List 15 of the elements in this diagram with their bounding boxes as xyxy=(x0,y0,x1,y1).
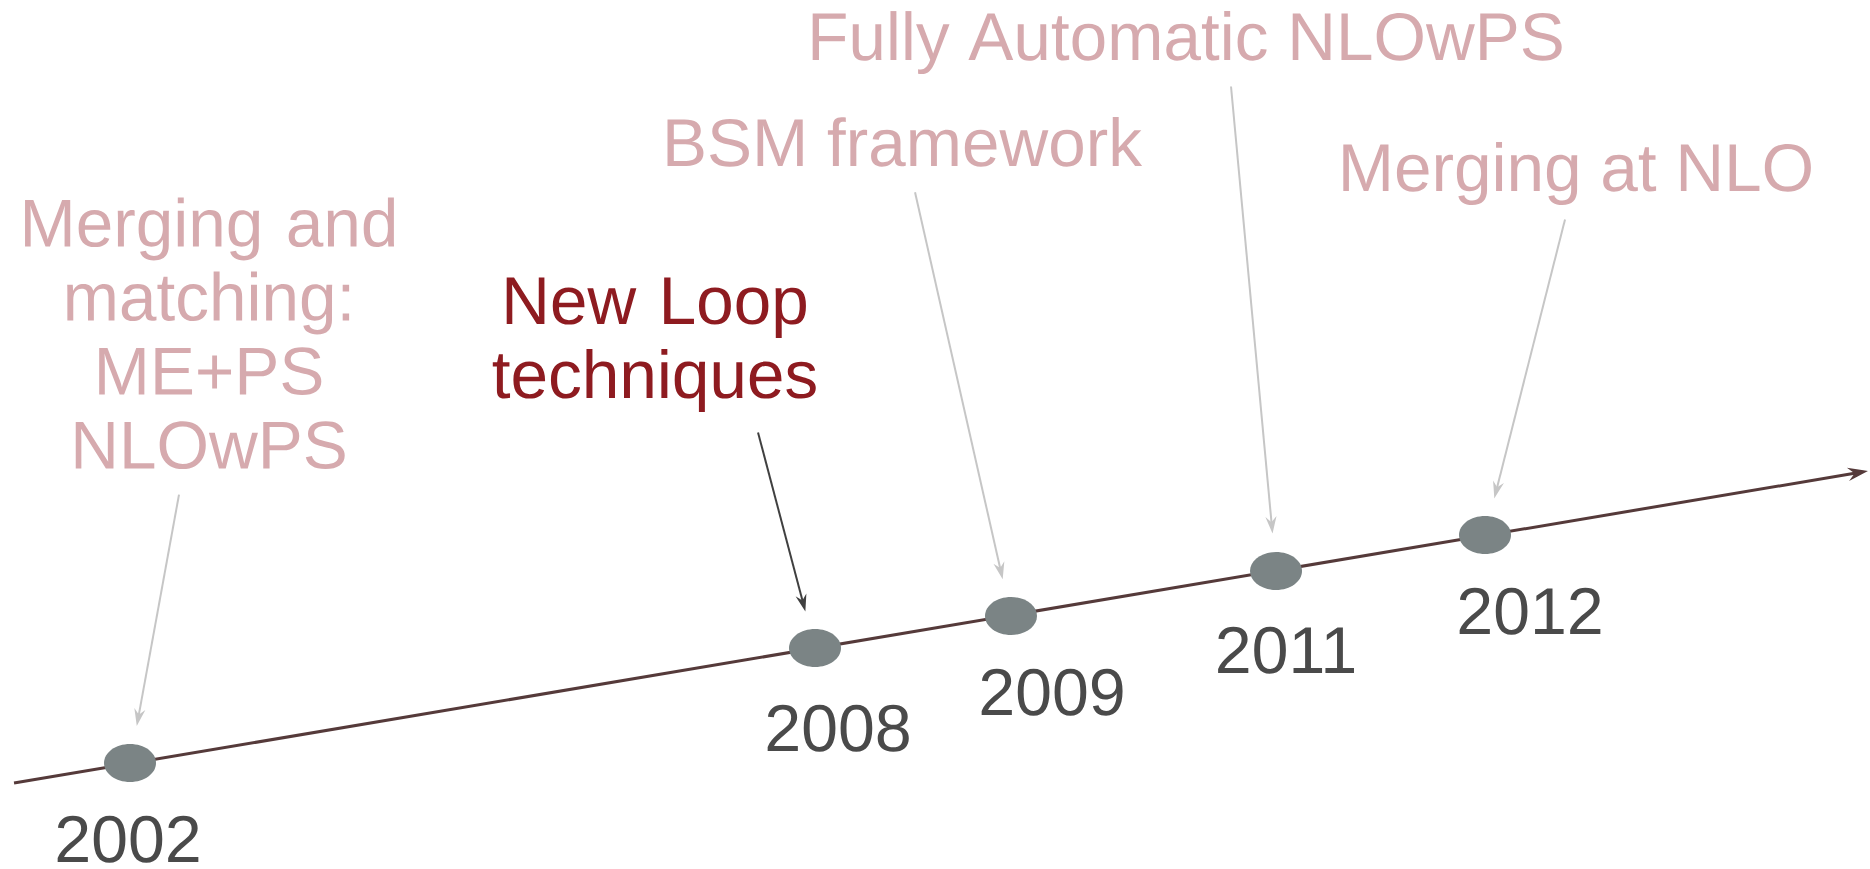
annotation-label: Merging at NLO xyxy=(1343,142,1811,205)
year-label: 2011 xyxy=(1218,626,1354,674)
year-label: 2009 xyxy=(981,668,1123,716)
timeline-dot xyxy=(985,597,1037,635)
timeline-dot xyxy=(1459,516,1511,554)
year-label: 2008 xyxy=(767,704,909,752)
annotation-label: New Loop techniques xyxy=(492,277,816,412)
timeline-dot xyxy=(104,744,156,782)
year-label: 2002 xyxy=(57,815,199,863)
year-label: 2012 xyxy=(1459,587,1601,635)
annotation-label: Merging and matching: ME+PS NLOwPS xyxy=(25,197,395,470)
annotation-label: Fully Automatic NLOwPS xyxy=(812,11,1562,74)
annotation-label: BSM framework xyxy=(667,117,1143,167)
timeline-dot xyxy=(1250,552,1302,590)
timeline-dot xyxy=(789,629,841,667)
